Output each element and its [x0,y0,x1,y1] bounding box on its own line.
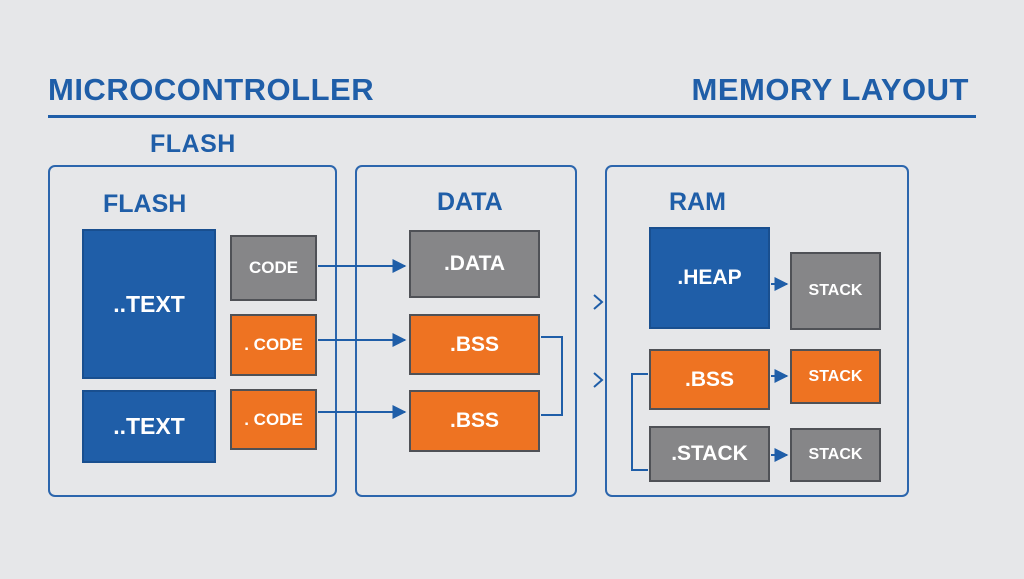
chevron-bottom-icon [593,372,604,388]
flash-subtitle: FLASH [150,130,236,158]
title-divider [48,115,976,118]
diagram-title-right: MEMORY LAYOUT [691,72,969,107]
stack-block-4: STACK [790,428,881,482]
text-segment-main: ..TEXT [82,229,216,379]
stack-block-2: STACK [790,349,881,404]
stack-block-1: STACK [790,252,881,330]
heap-segment: .HEAP [649,227,770,329]
data-panel [355,165,577,497]
stack-segment: .STACK [649,426,770,482]
code-block-1: CODE [230,235,317,301]
code-block-3: . CODE [230,389,317,450]
data-panel-title: DATA [437,188,503,216]
ram-bss-segment: .BSS [649,349,770,410]
bss-segment-1: .BSS [409,314,540,375]
flash-panel-title: FLASH [103,190,187,218]
ram-panel [605,165,909,497]
diagram-title-left: MICROCONTROLLER [48,72,375,107]
code-block-2: . CODE [230,314,317,376]
bss-segment-2: .BSS [409,390,540,452]
chevron-top-icon [593,294,604,310]
data-segment: .DATA [409,230,540,298]
ram-panel-title: RAM [669,188,726,216]
flash-panel [48,165,337,497]
text-segment-second: ..TEXT [82,390,216,463]
